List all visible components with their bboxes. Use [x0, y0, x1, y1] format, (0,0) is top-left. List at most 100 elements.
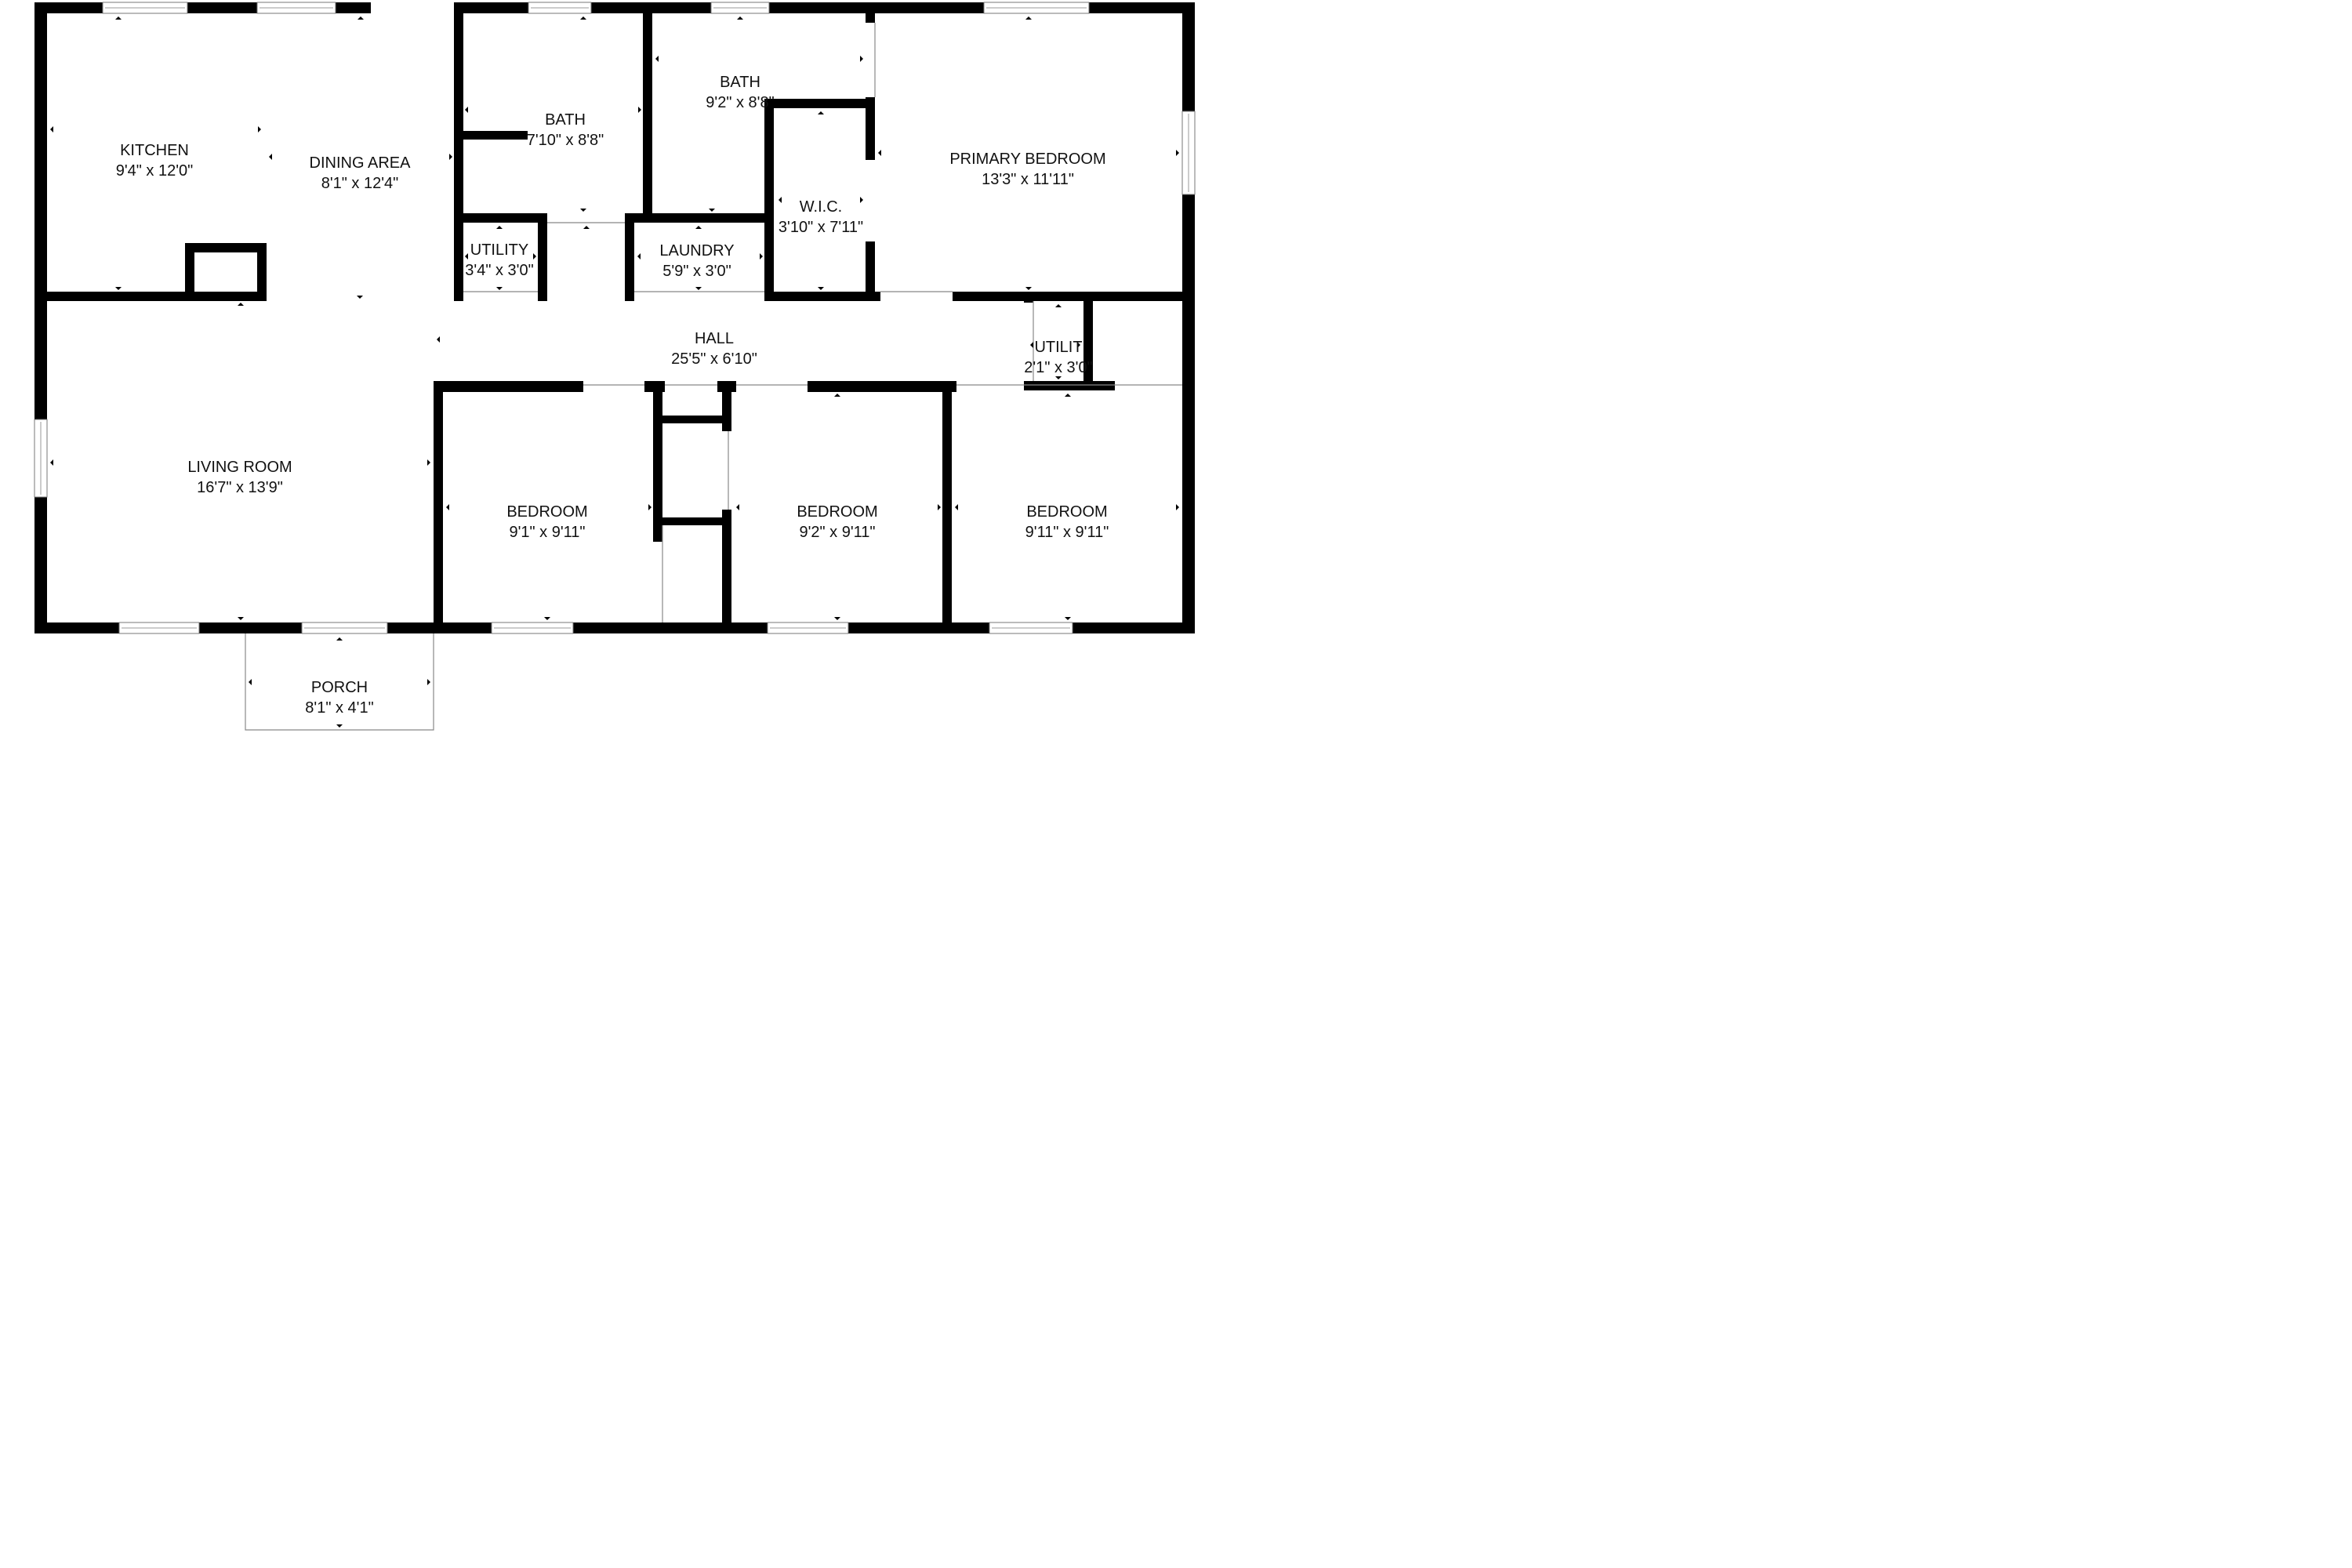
room-utility-1: UTILITY 3'4" x 3'0"	[465, 241, 533, 279]
room-name: UTILIT	[1034, 339, 1082, 356]
dimension-tick	[1055, 304, 1062, 307]
room-size: 5'9" x 3'0"	[662, 263, 731, 280]
wall-segment	[1083, 299, 1093, 387]
dimension-tick	[580, 16, 586, 20]
dimension-tick	[1065, 617, 1071, 620]
room-dining-area: DINING AREA 8'1" x 12'4"	[310, 154, 412, 192]
dimension-tick	[533, 253, 536, 260]
room-name: BEDROOM	[797, 503, 877, 521]
wall-segment	[463, 131, 528, 140]
dimension-tick	[427, 679, 430, 685]
room-size: 9'2" x 8'8"	[706, 94, 774, 111]
room-laundry: LAUNDRY 5'9" x 3'0"	[659, 242, 734, 280]
dimension-tick	[336, 637, 343, 641]
room-name: BEDROOM	[506, 503, 587, 521]
wall-segment	[764, 99, 774, 301]
room-name: PORCH	[311, 679, 368, 696]
wall-segment	[764, 292, 880, 301]
dimension-tick	[655, 56, 659, 62]
room-size: 25'5" x 6'10"	[671, 350, 757, 368]
room-bath-1: BATH 7'10" x 8'8"	[527, 111, 604, 149]
dimension-tick	[465, 107, 468, 113]
wall-segment	[643, 13, 652, 219]
wall-segment	[653, 416, 731, 423]
wall-segment	[625, 213, 634, 301]
dimension-tick	[238, 617, 244, 620]
room-size: 7'10" x 8'8"	[527, 132, 604, 149]
floor-plan: KITCHEN 9'4" x 12'0" DINING AREA 8'1" x …	[34, 2, 1196, 731]
room-name: DINING AREA	[310, 154, 412, 172]
wall-segment	[47, 292, 188, 301]
dimension-tick	[955, 504, 958, 510]
dimension-tick	[50, 459, 53, 466]
wall-segment	[953, 292, 1182, 301]
dimension-tick	[834, 617, 840, 620]
wall-segment	[942, 381, 952, 633]
dimension-tick	[1176, 504, 1179, 510]
room-name: LAUNDRY	[659, 242, 734, 260]
room-name: BEDROOM	[1026, 503, 1107, 521]
room-name: PRIMARY BEDROOM	[949, 151, 1105, 168]
room-bedroom-3: BEDROOM 9'11" x 9'11"	[1025, 503, 1109, 541]
room-hall: HALL 25'5" x 6'10"	[671, 330, 757, 368]
dimension-tick	[446, 504, 449, 510]
wall-segment	[722, 510, 731, 633]
windows	[34, 2, 1196, 634]
wall-segment	[1024, 292, 1033, 303]
room-size: 13'3" x 11'11"	[982, 171, 1074, 188]
dimension-tick	[258, 126, 261, 132]
wall-segment	[34, 2, 47, 633]
room-name: UTILITY	[470, 241, 528, 259]
dimension-tick	[709, 209, 715, 212]
wall-segment	[625, 213, 774, 223]
dimension-tick	[50, 126, 53, 132]
dimension-tick	[818, 111, 824, 114]
wall-segment	[808, 381, 956, 392]
room-name: BATH	[545, 111, 586, 129]
dimension-tick	[695, 287, 702, 290]
dimension-tick	[818, 287, 824, 290]
room-name: HALL	[695, 330, 734, 347]
porch-outline	[245, 23, 1182, 731]
room-size: 2'1" x 3'0"	[1024, 359, 1092, 376]
dimension-ticks	[50, 16, 1179, 728]
dimension-tick	[1077, 342, 1080, 348]
wall-segment	[434, 381, 443, 633]
walls	[34, 2, 1195, 633]
room-name: W.I.C.	[800, 198, 842, 216]
wall-segment	[434, 381, 583, 392]
dimension-tick	[269, 154, 272, 160]
dimension-tick	[496, 287, 503, 290]
room-size: 9'4" x 12'0"	[116, 162, 194, 180]
dimension-tick	[1025, 287, 1032, 290]
dimension-tick	[860, 197, 863, 203]
wall-segment	[722, 381, 731, 431]
room-primary-bedroom: PRIMARY BEDROOM 13'3" x 11'11"	[949, 151, 1105, 188]
dimension-tick	[238, 303, 244, 306]
dimension-tick	[437, 336, 440, 343]
dimension-tick	[1030, 342, 1033, 348]
thin-line	[245, 633, 434, 731]
dimension-tick	[878, 150, 881, 156]
dimension-tick	[115, 287, 122, 290]
wall-segment	[866, 97, 875, 160]
dimension-tick	[544, 617, 550, 620]
dimension-tick	[779, 197, 782, 203]
wall-segment	[185, 243, 267, 252]
dimension-tick	[938, 504, 941, 510]
room-size: 3'4" x 3'0"	[465, 262, 533, 279]
room-bath-2: BATH 9'2" x 8'8"	[706, 74, 774, 111]
room-size: 9'1" x 9'11"	[509, 524, 585, 541]
wall-segment	[1024, 381, 1115, 390]
room-name: BATH	[720, 74, 760, 91]
wall-segment	[774, 99, 875, 108]
room-size: 9'2" x 9'11"	[799, 524, 875, 541]
dimension-tick	[736, 504, 739, 510]
dimension-tick	[115, 16, 122, 20]
room-wic: W.I.C. 3'10" x 7'11"	[779, 198, 863, 236]
wall-segment	[866, 241, 875, 301]
room-kitchen: KITCHEN 9'4" x 12'0"	[116, 142, 194, 180]
dimension-tick	[580, 209, 586, 212]
dimension-tick	[546, 384, 552, 387]
wall-segment	[538, 213, 547, 301]
